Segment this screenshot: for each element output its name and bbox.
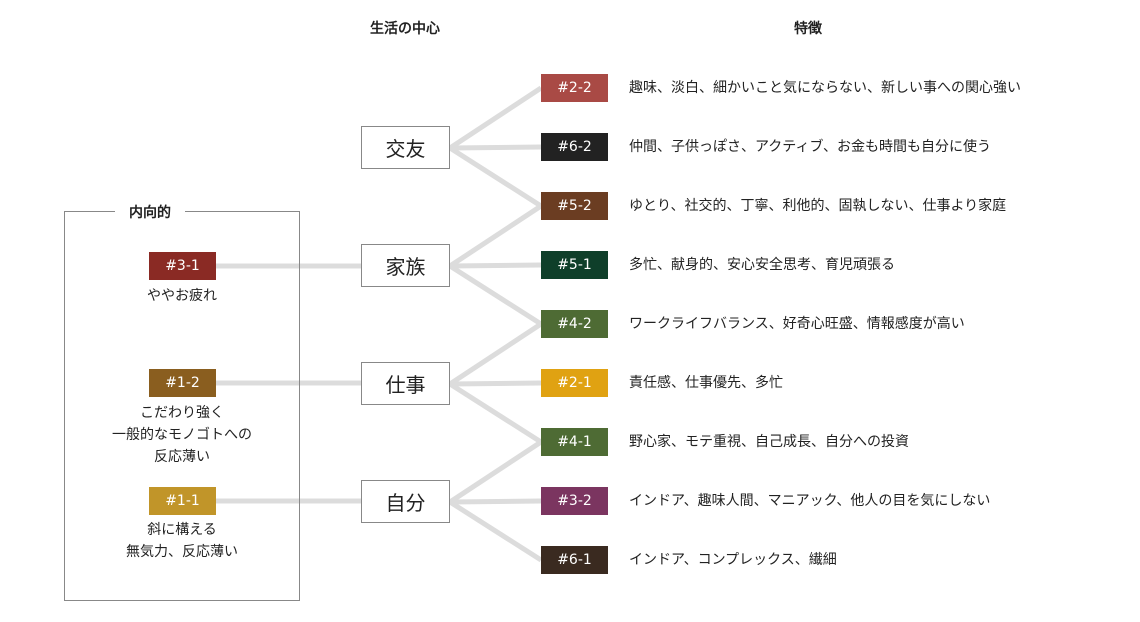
trait-badge-5-1: #5-1 [541, 251, 608, 279]
center-box-family: 家族 [361, 244, 450, 287]
center-box-social: 交友 [361, 126, 450, 169]
header-center: 生活の中心 [370, 21, 440, 37]
connector-center-3-trait-6 [448, 439, 543, 505]
connector-center-2-trait-6 [448, 381, 543, 445]
left-desc-1-1: 斜に構える 無気力、反応薄い [64, 519, 300, 563]
trait-text-2-1: 責任感、仕事優先、多忙 [629, 375, 783, 391]
trait-text-2-2: 趣味、淡白、細かいこと気にならない、新しい事への関心強い [629, 80, 1021, 96]
trait-badge-2-1: #2-1 [541, 369, 608, 397]
trait-text-3-2: インドア、趣味人間、マニアック、他人の目を気にしない [629, 493, 991, 509]
trait-text-6-1: インドア、コンプレックス、繊細 [629, 552, 837, 568]
left-desc-line: 反応薄い [154, 449, 210, 465]
center-box-self: 自分 [361, 480, 450, 523]
left-badge-1-2: #1-2 [149, 369, 216, 397]
left-desc-line: ややお疲れ [147, 288, 217, 304]
trait-badge-6-2: #6-2 [541, 133, 608, 161]
trait-badge-5-2: #5-2 [541, 192, 608, 220]
connector-center-2-trait-5 [449, 380, 542, 387]
left-badge-3-1: #3-1 [149, 252, 216, 280]
trait-text-4-1: 野心家、モテ重視、自己成長、自分への投資 [629, 434, 909, 450]
left-desc-line: こだわり強く [140, 405, 224, 421]
trait-badge-3-2: #3-2 [541, 487, 608, 515]
left-desc-line: 無気力、反応薄い [126, 544, 238, 560]
connector-center-0-trait-2 [448, 145, 543, 209]
trait-text-6-2: 仲間、子供っぽさ、アクティブ、お金も時間も自分に使う [629, 139, 992, 155]
trait-badge-2-2: #2-2 [541, 74, 608, 102]
introvert-panel-title: 内向的 [115, 202, 185, 222]
connector-center-2-trait-4 [448, 321, 543, 387]
header-traits: 特徴 [794, 21, 822, 37]
left-badge-1-1: #1-1 [149, 487, 216, 515]
trait-text-5-2: ゆとり、社交的、丁寧、利他的、固執しない、仕事より家庭 [629, 198, 1007, 214]
trait-text-5-1: 多忙、献身的、安心安全思考、育児頑張る [629, 257, 895, 273]
trait-badge-4-1: #4-1 [541, 428, 608, 456]
left-desc-line: 斜に構える [147, 522, 217, 538]
trait-badge-4-2: #4-2 [541, 310, 608, 338]
left-desc-1-2: こだわり強く 一般的なモノゴトへの 反応薄い [64, 402, 300, 468]
left-desc-3-1: ややお疲れ [64, 285, 300, 307]
trait-badge-6-1: #6-1 [541, 546, 608, 574]
connector-center-1-trait-3 [449, 262, 542, 269]
connector-center-1-trait-4 [448, 263, 543, 327]
connector-center-1-trait-2 [448, 203, 543, 269]
connector-center-0-trait-1 [449, 144, 542, 151]
connector-center-3-trait-8 [448, 499, 543, 563]
center-box-work: 仕事 [361, 362, 450, 405]
trait-text-4-2: ワークライフバランス、好奇心旺盛、情報感度が高い [629, 316, 965, 332]
left-desc-line: 一般的なモノゴトへの [112, 427, 252, 443]
connector-center-0-trait-0 [448, 85, 543, 151]
connector-center-3-trait-7 [449, 498, 542, 505]
